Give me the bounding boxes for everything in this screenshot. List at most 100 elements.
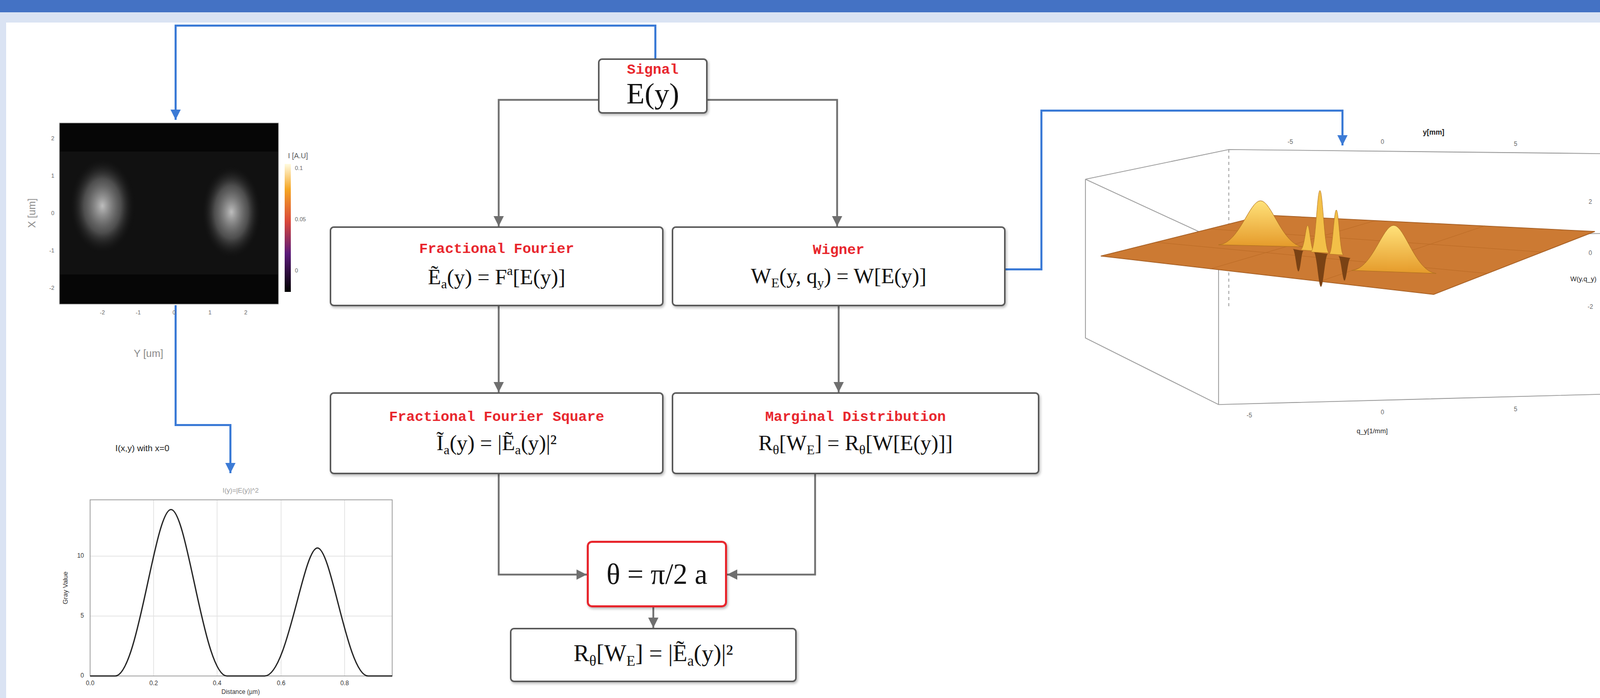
plot-title: I(y)=|E(y)|^2 xyxy=(222,486,259,495)
formula-part: [W xyxy=(779,431,807,455)
formula-part: a xyxy=(443,442,451,458)
flow-arrow xyxy=(498,474,587,575)
flow-arrow xyxy=(727,474,816,575)
formula-part: y xyxy=(817,275,824,291)
formula-part: Fractional Fourier xyxy=(419,241,574,258)
colorbar-title: I [A.U] xyxy=(288,151,309,160)
surface-dip xyxy=(1292,248,1304,272)
grid-line xyxy=(153,499,155,676)
formula-part: θ xyxy=(859,442,866,458)
tick-label: 0 xyxy=(294,267,298,274)
formula-part: Ĩ xyxy=(436,431,444,455)
formula-part: a xyxy=(687,652,694,669)
formula-part: Signal xyxy=(627,61,679,78)
tick-label: -2 xyxy=(49,284,55,292)
formula-part: θ xyxy=(589,652,597,669)
flow-arrow xyxy=(498,99,599,227)
box-title: Marginal Distribution xyxy=(765,409,947,426)
axis-title: Distance (µm) xyxy=(221,688,261,696)
formula-part: [E(y)] xyxy=(513,265,566,289)
tick-label: 0 xyxy=(1380,409,1385,417)
formula: E(y) xyxy=(626,78,679,110)
box-edge xyxy=(1085,179,1600,405)
formula: Rθ[WE] = Rθ[W[E(y)]] xyxy=(758,431,953,457)
tick-label: -2 xyxy=(1587,303,1594,311)
box-content: WignerWE(y, qy) = W[E(y)] xyxy=(751,242,927,290)
formula-part: Marginal Distribution xyxy=(765,409,947,425)
tick-label: 0 xyxy=(51,209,55,217)
pointer-arrow xyxy=(175,25,656,120)
formula: Ĩa(y) = |Ẽa(y)|² xyxy=(436,431,558,457)
box-title: Signal xyxy=(627,62,679,79)
box-content: Fractional Fourier SquareĨa(y) = |Ẽa(y)|… xyxy=(389,409,605,457)
axis-title: W(y,q_y) xyxy=(1570,275,1597,284)
process-box: Fractional Fourier SquareĨa(y) = |Ẽa(y)|… xyxy=(329,392,664,475)
beam-spot xyxy=(200,163,263,261)
formula-part: (y)|² xyxy=(520,431,557,455)
tick-label: 0.4 xyxy=(212,679,222,688)
axis-title: Y [um] xyxy=(133,347,163,360)
grid-line xyxy=(344,499,346,676)
formula-part: Wigner xyxy=(813,242,865,259)
axis-title: q_y[1/mm] xyxy=(1356,427,1389,436)
axis-title: Gray Value xyxy=(61,571,70,605)
image-band xyxy=(59,151,279,275)
flow-arrow xyxy=(497,306,500,393)
surface-grid xyxy=(1155,220,1542,282)
formula-part: a xyxy=(506,263,514,279)
tick-label: 1 xyxy=(208,309,212,316)
formula: Rθ[WE] = |Ẽa(y)|² xyxy=(573,641,733,669)
slide-ground xyxy=(6,22,1600,698)
result-box: Rθ[WE] = |Ẽa(y)|² xyxy=(509,627,797,682)
pointer-arrow xyxy=(175,305,231,474)
box-edge xyxy=(1085,149,1600,180)
plot-frame xyxy=(90,499,393,676)
formula-part: (y) = F xyxy=(446,265,507,289)
surface-peak xyxy=(1218,200,1304,247)
tick-label: -5 xyxy=(1246,412,1253,420)
intensity-curve xyxy=(90,509,393,676)
surface-dip xyxy=(1313,251,1329,287)
box-content: Fractional FourierẼa(y) = Fa[E(y)] xyxy=(419,241,574,291)
axis-title: X [um] xyxy=(26,198,38,228)
tick-label: -5 xyxy=(1287,138,1294,146)
colorbar xyxy=(284,163,291,292)
surface-dip xyxy=(1338,256,1351,281)
tick-label: 0.6 xyxy=(276,679,286,688)
tick-label: 10 xyxy=(77,552,84,560)
tick-label: 2 xyxy=(244,309,248,316)
formula-part: E(y) xyxy=(626,76,679,111)
tick-label: 0 xyxy=(172,309,176,316)
formula-part: E xyxy=(626,652,635,669)
tick-label: -2 xyxy=(99,309,105,316)
formula: θ = π/2 a xyxy=(606,559,708,590)
grid-line xyxy=(90,555,393,557)
tick-label: 0.1 xyxy=(294,164,303,172)
grid-line xyxy=(280,499,282,676)
plot-note: I(x,y) with x=0 xyxy=(103,443,181,454)
process-box: WignerWE(y, qy) = W[E(y)] xyxy=(671,226,1006,307)
box-title: Fractional Fourier xyxy=(419,241,574,258)
tick-label: 0 xyxy=(1380,138,1385,146)
tick-label: -1 xyxy=(135,309,141,316)
tick-label: 0.05 xyxy=(294,216,306,223)
top-bar xyxy=(0,0,1600,13)
formula-part: (y) = |Ẽ xyxy=(449,431,516,455)
box-title: Wigner xyxy=(813,242,865,259)
beam-spot xyxy=(68,156,137,255)
surface-spike xyxy=(1300,225,1314,251)
surface-spike xyxy=(1329,209,1344,255)
formula-part: R xyxy=(758,431,773,455)
surface-peak xyxy=(1351,225,1437,274)
flow-arrow xyxy=(707,99,838,227)
formula-part: E xyxy=(771,275,780,291)
formula-part: (y, q xyxy=(779,264,818,288)
tick-label: 1 xyxy=(51,172,55,180)
process-box: Marginal DistributionRθ[WE] = Rθ[W[E(y)]… xyxy=(671,392,1040,475)
tick-label: 5 xyxy=(1513,140,1518,148)
tick-label: 2 xyxy=(51,135,55,142)
grid-line xyxy=(90,615,393,617)
formula-part: a xyxy=(515,442,522,458)
formula-part: [W xyxy=(596,640,627,667)
